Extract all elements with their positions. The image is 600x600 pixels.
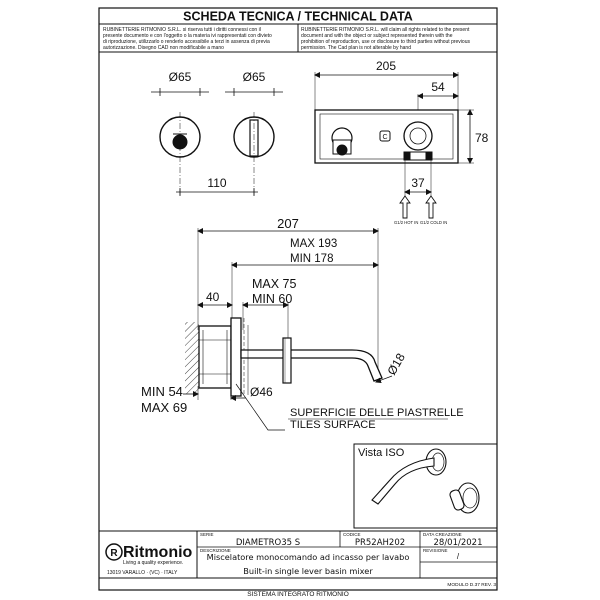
outlet-dia-label: Ø18: [384, 351, 408, 378]
body-dia-label: Ø46: [250, 385, 273, 399]
total-length-label: 207: [277, 216, 299, 231]
spout: [240, 349, 383, 382]
notice-it-line-3: di riproduzione, utilizzarlo o renderlo …: [103, 39, 270, 45]
iso-view: Vista ISO: [353, 443, 498, 529]
codice-value: PR52AH202: [355, 538, 405, 548]
valve-body: [403, 121, 433, 151]
box-height-label: 78: [475, 131, 489, 145]
serie-label: SERIE: [200, 532, 214, 537]
inlet-spacing-label: 37: [411, 176, 425, 190]
embed-min-label: MIN 54: [141, 384, 183, 399]
svg-text:C: C: [382, 134, 387, 141]
sheet-title: SCHEDA TECNICA / TECHNICAL DATA: [183, 10, 413, 24]
address: 13019 VARALLO · (VC) · ITALY: [107, 570, 178, 576]
hot-inlet-arrow: [399, 195, 411, 219]
serie-value: DIAMETRO35 S: [236, 538, 300, 548]
lever-max-label: MAX 75: [252, 277, 297, 291]
front-spacing-label: 110: [207, 176, 226, 190]
notice-it-line-1: RUBINETTERIE RITMONIO S.R.L. si riserva …: [103, 27, 261, 33]
front-dia-right-label: Ø65: [243, 70, 266, 84]
svg-text:R: R: [110, 548, 118, 559]
lever-min-label: MIN 60: [252, 292, 292, 306]
modulo-label: MODULO D.37 REV. 3: [447, 582, 496, 588]
title-block: [98, 530, 498, 579]
title-block-fields: SERIE DIAMETRO35 S CODICE PR52AH202 DATA…: [200, 532, 483, 576]
box-offset-label: 54: [431, 80, 445, 94]
wall-section: [185, 322, 199, 394]
desc-label: DESCRIZIONE: [200, 548, 231, 553]
notice-en-line-2: document and with the object or subject …: [301, 33, 453, 39]
notice-it-line-2: presente documento e con l'oggetto o la …: [103, 33, 272, 39]
notice-en-line-3: prohibition of reproduction, use or disc…: [301, 39, 470, 45]
front-view: Ø65 Ø65 110: [151, 70, 283, 196]
desc-it: Miscelatore monocomando ad incasso per l…: [207, 552, 410, 562]
hot-in-label: G1/2 HOT IN: [394, 220, 418, 225]
spout-min-label: MIN 178: [290, 253, 333, 265]
rev-label: REVISIONE: [423, 548, 448, 553]
iso-label: Vista ISO: [358, 447, 405, 459]
cold-in-label: G1/2 COLD IN: [420, 220, 447, 225]
surface-it-label: SUPERFICIE DELLE PIASTRELLE: [290, 407, 464, 419]
front-dia-left-label: Ø65: [169, 70, 192, 84]
data-value: 28/01/2021: [434, 538, 483, 548]
tagline: Living a quality experience.: [123, 560, 183, 566]
notice-en-line-4: permission. The Cad plan is not alterabl…: [301, 45, 411, 51]
desc-en: Built-in single lever basin mixer: [243, 566, 373, 576]
side-view: 207 MAX 193 MIN 178 MAX 75 MIN 60 40: [141, 216, 464, 431]
company-logo: R Ritmonio Living a quality experience. …: [105, 543, 193, 576]
data-label: DATA CREAZIONE: [423, 532, 462, 537]
notice-en-line-1: RUBINETTERIE RITMONIO S.R.L. will claim …: [301, 27, 470, 33]
mixer-body: [198, 325, 232, 389]
surface-en-label: TILES SURFACE: [290, 419, 376, 431]
lever: [282, 337, 292, 384]
box-view: 205 54 C 78 37 G1/2 HOT IN: [314, 59, 489, 225]
system-label: SISTEMA INTEGRATO RITMONIO: [247, 591, 349, 598]
spout-max-label: MAX 193: [290, 238, 337, 250]
cold-inlet-arrow: [425, 195, 437, 219]
codice-label: CODICE: [343, 532, 361, 537]
header-block: SCHEDA TECNICA / TECHNICAL DATA RUBINETT…: [98, 7, 498, 53]
sheet-border: [98, 7, 498, 591]
rev-value: /: [457, 552, 460, 561]
embed-max-label: MAX 69: [141, 400, 187, 415]
notice-it-line-4: autorizzazione. Disegno CAD non modifica…: [103, 45, 224, 51]
box-width-label: 205: [376, 59, 396, 73]
logo-text: Ritmonio: [123, 544, 193, 561]
wall-depth-label: 40: [206, 290, 220, 304]
